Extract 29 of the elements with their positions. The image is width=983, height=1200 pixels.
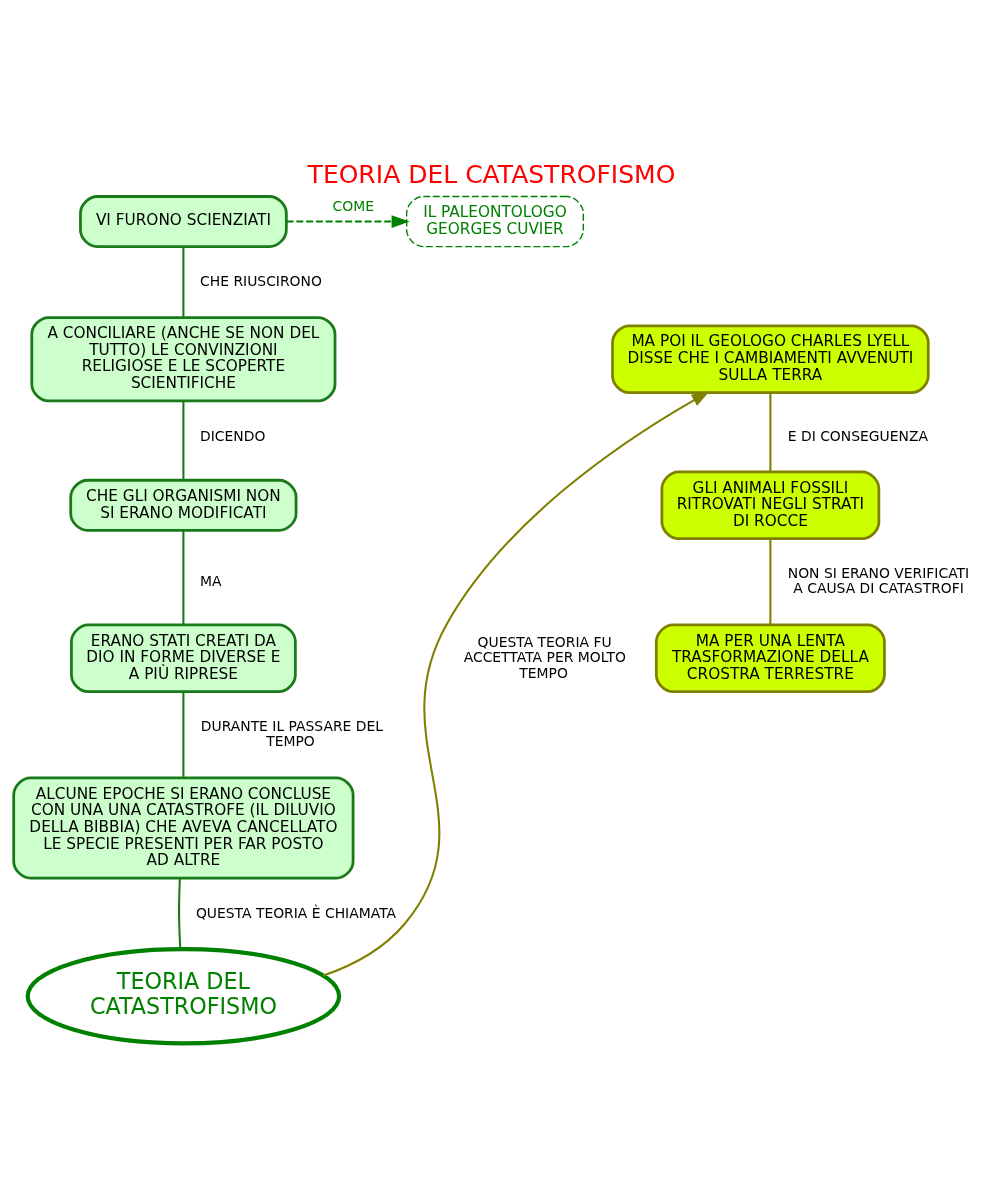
diagram-title: TEORIA DEL CATASTROFISMO (307, 159, 676, 189)
connector (182, 246, 185, 317)
connector (182, 691, 185, 777)
node-box: VI FURONO SCIENZIATI (79, 194, 288, 248)
edge-label: MA (200, 572, 222, 589)
edge-label: QUESTA TEORIA FU ACCETTATA PER MOLTO TEMPO (463, 633, 626, 681)
node-box: ALCUNE EPOCHE SI ERANO CONCLUSE CON UNA UNA CATASTROFE (IL DILUVIO DELLA BIBBIA) CHE AVEVA CANCELLATO LE SPECIE PRESENTI PER FAR POSTO AD ALTRE (12, 776, 355, 879)
node-box: ERANO STATI CREATI DA DIO IN FORME DIVERSE E A PIÙ RIPRESE (70, 623, 297, 693)
node-box: GLI ANIMALI FOSSILI RITROVATI NEGLI STRATI DI ROCCE (660, 470, 881, 540)
edge-label: COME (332, 197, 374, 214)
connector (178, 877, 182, 949)
edge-label: CHE RIUSCIRONO (200, 272, 322, 289)
node-box: IL PALEONTOLOGO GEORGES CUVIER (405, 195, 584, 247)
connector (769, 392, 772, 472)
edge-label: E DI CONSEGUENZA (787, 427, 928, 444)
arrow (286, 214, 410, 228)
node-ellipse: TEORIA DEL CATASTROFISMO (25, 946, 342, 1045)
connector (182, 400, 185, 480)
node-box: CHE GLI ORGANISMI NON SI ERANO MODIFICATI (69, 478, 298, 532)
edge-label: DICENDO (200, 427, 266, 444)
node-box: MA PER UNA LENTA TRASFORMAZIONE DELLA CROSTRA TERRESTRE (654, 623, 886, 693)
arrow (322, 390, 710, 977)
connector (769, 538, 772, 625)
edge-label: DURANTE IL PASSARE DEL TEMPO (200, 717, 384, 749)
connector (182, 530, 185, 624)
node-box: MA POI IL GEOLOGO CHARLES LYELL DISSE CHE I CAMBIAMENTI AVVENUTI SULLA TERRA (611, 324, 930, 394)
node-box: A CONCILIARE (ANCHE SE NON DEL TUTTO) LE CONVINZIONI RELIGIOSE E LE SCOPERTE SCIENTIFICHE (30, 315, 337, 402)
edge-label: NON SI ERANO VERIFICATI A CAUSA DI CATASTROFI (787, 564, 970, 596)
edge-label: QUESTA TEORIA È CHIAMATA (195, 904, 397, 921)
